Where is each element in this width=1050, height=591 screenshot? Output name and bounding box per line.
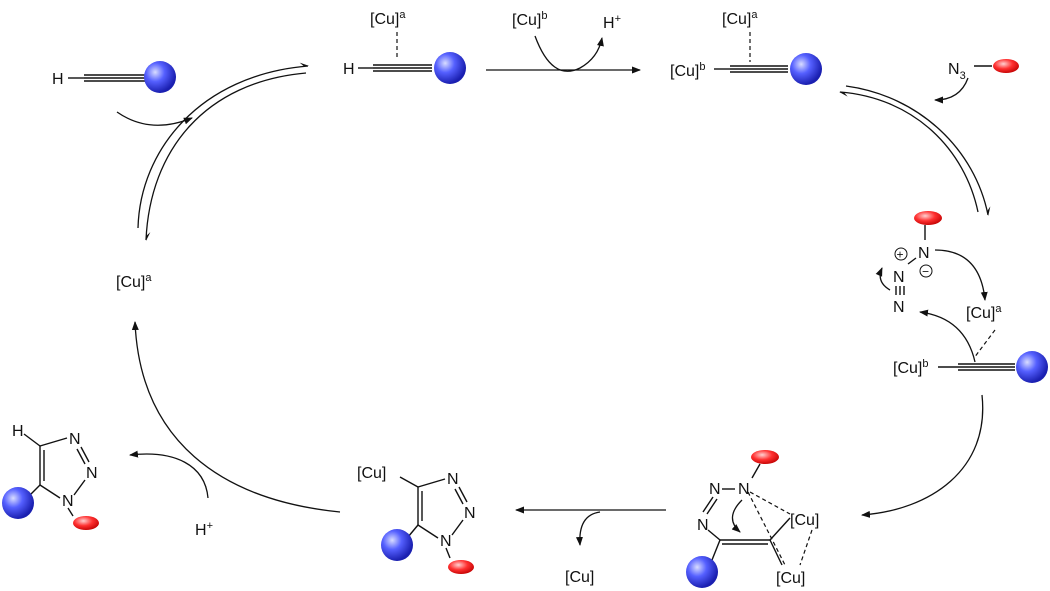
dinuclear-copper-acetylide: [Cu]a [Cu]b — [670, 9, 822, 85]
n2-label: N — [709, 481, 721, 498]
n-r-bond — [67, 507, 74, 517]
n-r-bond — [445, 547, 451, 559]
azide-acetylide-precomplex: N + − N N [Cu]a [Cu]b — [875, 211, 1048, 383]
n-label-bottom: N — [62, 493, 74, 510]
c-cu-bond — [769, 517, 791, 541]
copper-release-step: [Cu] — [515, 506, 666, 586]
n-cu-dash-2 — [747, 491, 786, 566]
cu-label-upper: [Cu] — [790, 512, 819, 529]
n1-label: N — [918, 245, 930, 262]
blue-sphere-icon — [381, 529, 413, 561]
blue-sphere-icon — [2, 487, 34, 519]
n-n-double-2 — [76, 448, 86, 465]
cu-b-label: [Cu]b — [893, 358, 928, 377]
red-ellipse-icon — [751, 450, 779, 464]
triazole-product: H N N N — [2, 423, 99, 530]
n-label-bottom: N — [440, 533, 452, 550]
h-c-bond — [23, 433, 41, 447]
ring-closure-arrow — [731, 499, 743, 533]
minus-charge: − — [922, 265, 929, 279]
cu-b-reagent-label: [Cu]b — [512, 10, 547, 29]
curved-in-out-arrow — [534, 35, 604, 72]
alkyne-h-label: H — [52, 71, 64, 88]
n-n-double-1 — [80, 446, 90, 463]
released-cu-label: [Cu] — [565, 569, 594, 586]
cu-a-label: [Cu]a — [722, 9, 758, 28]
red-ellipse-icon — [993, 59, 1019, 73]
minus-charge-circle — [919, 264, 933, 278]
complex-h-label: H — [343, 61, 355, 78]
cu-label-lower: [Cu] — [776, 570, 805, 587]
product-h-label: H — [12, 423, 24, 440]
n-cu-dash — [749, 491, 791, 515]
copper-triazolide: [Cu] N N N — [357, 465, 476, 574]
blue-sphere-icon — [790, 53, 822, 85]
cu-release-arrow — [575, 511, 601, 546]
c-cu-bond-2 — [769, 539, 783, 566]
n-label-right: N — [464, 505, 476, 522]
n-c-bond — [417, 524, 439, 539]
n2-label: N — [893, 269, 905, 286]
azide-reagent: N3 — [934, 59, 1019, 104]
c-n-bond — [39, 437, 68, 447]
cu-a-label: [Cu]a — [370, 9, 406, 28]
catalyst-regeneration-arrow — [131, 321, 341, 513]
c-substituent-bond — [407, 524, 419, 538]
n-n-double-1 — [702, 496, 714, 513]
cu-b-label: [Cu]b — [670, 61, 705, 80]
c-substituent-bond — [711, 539, 721, 561]
n-n-double-2 — [706, 498, 718, 515]
cu-c-bond — [399, 476, 419, 488]
blue-sphere-icon — [144, 61, 176, 93]
red-ellipse-icon — [73, 516, 99, 530]
h-plus-byproduct-label: H+ — [603, 13, 621, 32]
n-label-top: N — [447, 471, 459, 488]
blue-sphere-icon — [686, 556, 718, 588]
coordination-reverse-arrow — [145, 72, 307, 241]
blue-sphere-icon — [1016, 351, 1048, 383]
attack-arrow-to-azide — [919, 309, 976, 363]
cycloaddition-arrow — [861, 394, 984, 518]
free-cu-a-catalyst: [Cu]a — [116, 272, 152, 291]
blue-sphere-icon — [434, 52, 466, 84]
n3-atom-label: N — [697, 517, 709, 534]
cu-a-label: [Cu]a — [966, 303, 1002, 322]
plus-charge-circle — [894, 247, 908, 261]
n-label-top: N — [69, 431, 81, 448]
n-n-bond — [73, 479, 86, 496]
n-n-double-2 — [454, 488, 464, 505]
n-r-bond — [751, 463, 761, 479]
equilibrium-reverse-arrow — [839, 91, 979, 213]
n3-atom-label: N — [893, 299, 905, 316]
n-n-bond — [451, 519, 464, 536]
alkyne-entry-arrow — [116, 111, 193, 126]
azide-entry-arrow — [934, 77, 969, 104]
copper-triazolide-intermediate: N N N [Cu] [Cu] — [686, 450, 819, 588]
cu-pi-alkyne-complex: [Cu]a H — [343, 9, 466, 84]
n-n-double-1 — [458, 486, 468, 503]
red-ellipse-icon — [448, 560, 474, 574]
n-label-right: N — [86, 465, 98, 482]
red-ellipse-icon — [914, 211, 942, 225]
pi-coordination-dash — [973, 329, 996, 359]
cu-label: [Cu] — [357, 465, 386, 482]
equilibrium-forward-arrow — [845, 85, 991, 216]
electron-push-arrow-small — [875, 267, 891, 291]
deprotonation-step: [Cu]b H+ — [486, 10, 641, 74]
electron-push-arrow-to-cu — [934, 249, 988, 301]
terminal-alkyne: H — [52, 61, 176, 93]
cu-cu-dash — [799, 529, 813, 566]
c-n-bond — [417, 478, 446, 488]
n-c-bond — [707, 529, 721, 541]
n1-label: N — [738, 481, 750, 498]
n-n-bond — [907, 257, 917, 265]
plus-charge: + — [897, 248, 904, 262]
c-substituent-bond — [29, 484, 41, 496]
n3-label: N3 — [948, 61, 966, 82]
n-c-bond — [39, 484, 61, 499]
h-plus-reagent-label: H+ — [195, 520, 213, 539]
protonation-arrow — [129, 450, 209, 499]
